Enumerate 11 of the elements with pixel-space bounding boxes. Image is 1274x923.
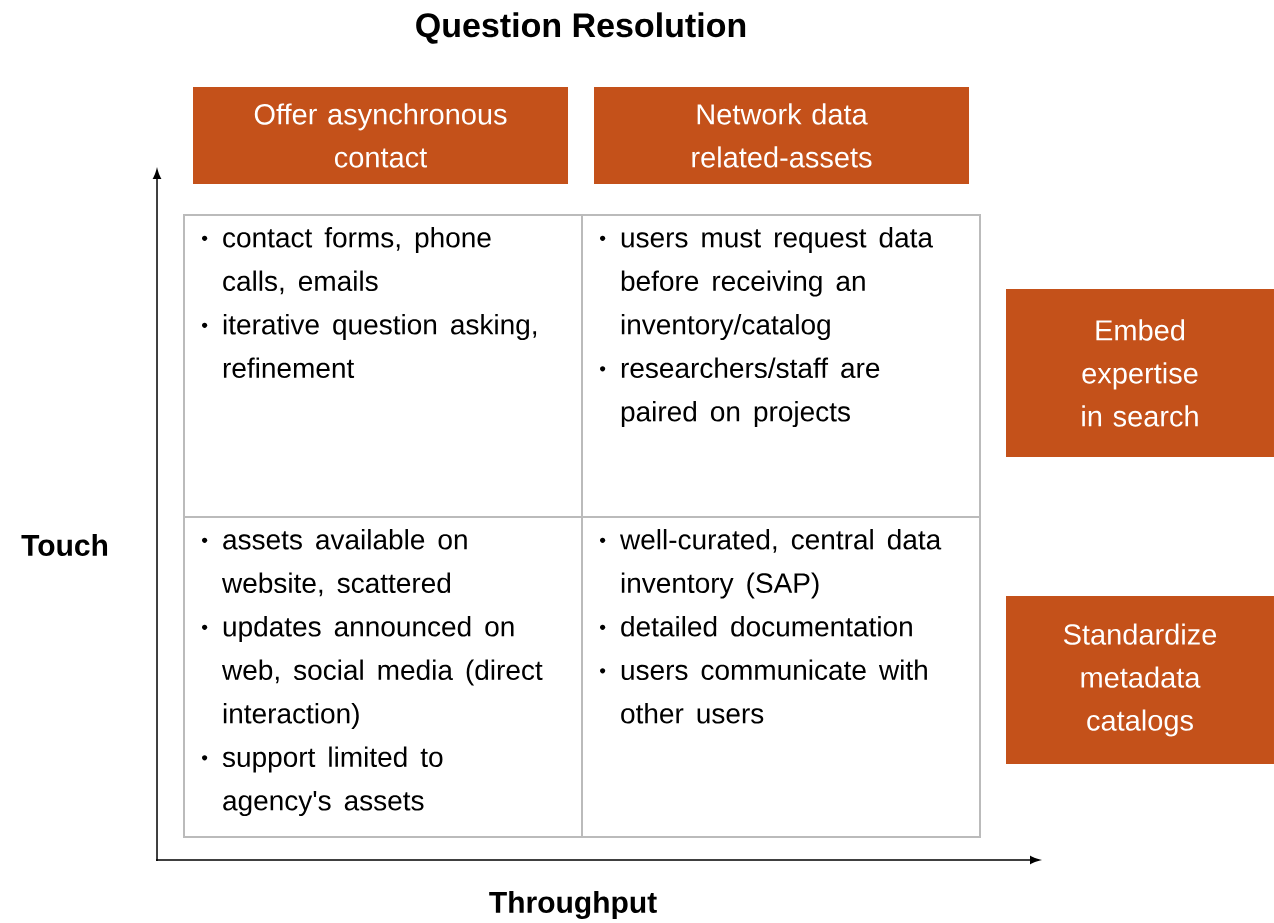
grid-cell: assets available on website, scattered updates announced on web, social media (direct interaction) support limited to agency's assets — [183, 516, 583, 838]
title: Question Resolution — [416, 12, 746, 44]
grid-cell: contact forms, phone calls, emails iterative question asking, refinement — [183, 214, 583, 518]
heading-box: Network data related-assets — [594, 87, 969, 184]
axis-label: Throughput — [489, 890, 657, 920]
grid-cell: well-curated, central data inventory (SAP) detailed documentation users communicate with other users — [581, 516, 981, 838]
axis-label: Touch — [21, 534, 108, 556]
heading-box: Standardize metadata catalogs — [1006, 596, 1274, 764]
grid-cell: users must request data before receiving an inventory/catalog researchers/staff are paired on projects — [581, 214, 981, 518]
heading-box: Offer asynchronous contact — [193, 87, 568, 184]
heading-box: Embed expertise in search — [1006, 289, 1274, 457]
